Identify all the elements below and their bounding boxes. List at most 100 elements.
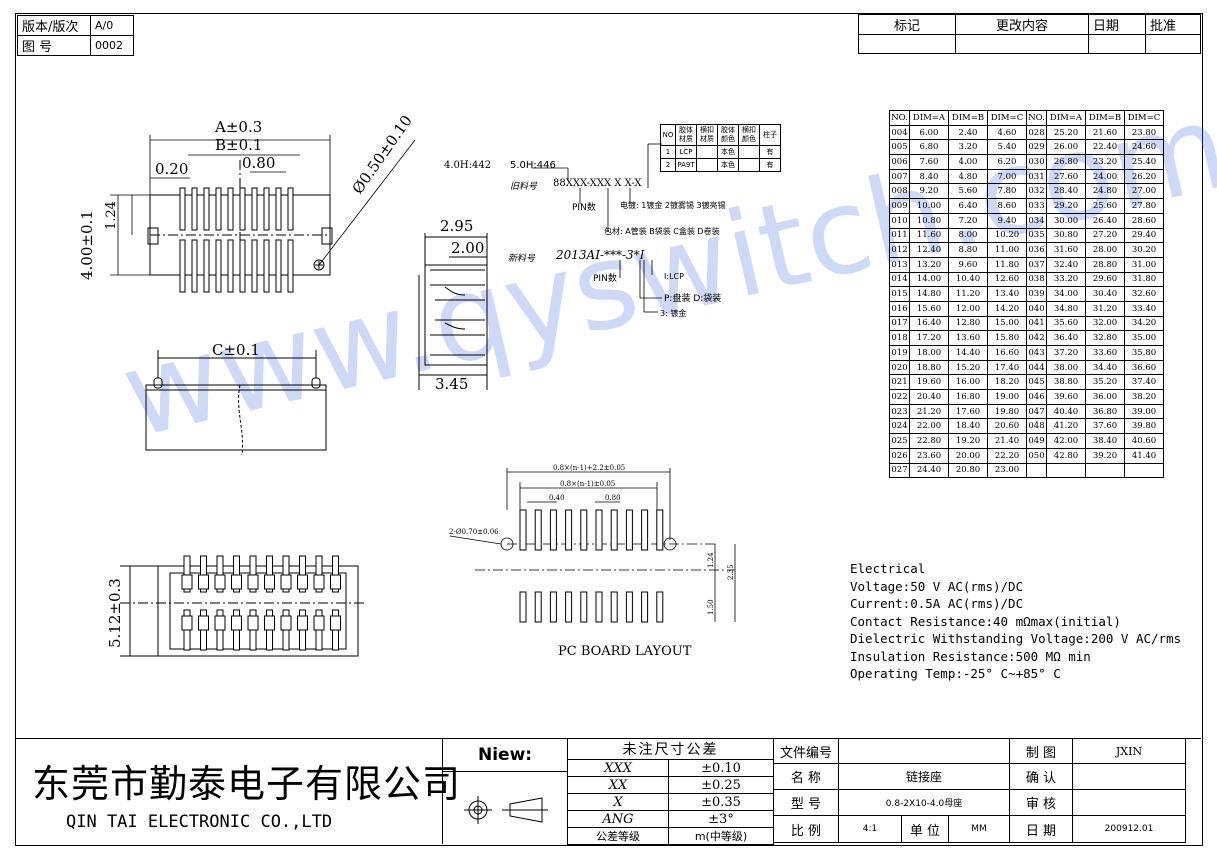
dim-table-cell: 31.60: [1046, 242, 1086, 258]
spec-contact-resistance: Contact Resistance:40 mΩmax(initial): [850, 613, 1121, 629]
pin: [263, 239, 270, 293]
info-table: 文件编号 制 图 JXIN 名 称 链接座 确 认 型 号 0.8-2X10-4…: [773, 738, 1186, 843]
dim-table-cell: 008: [889, 183, 910, 200]
dim-bottom-h: 5.12±0.3: [106, 578, 124, 648]
dim-table-cell: 15.00: [987, 315, 1027, 332]
mat-cell: 本色: [717, 158, 739, 172]
new-code: 2013AI-***-3*I: [556, 248, 645, 262]
dim-table-cell: 031: [1026, 168, 1047, 185]
dim-table-cell: 039: [1026, 286, 1047, 302]
tol-key: X: [567, 793, 669, 811]
pcb-pad: [565, 509, 573, 551]
confirm-label: 确 认: [1009, 763, 1073, 790]
mat-h-body: 胶体材质: [675, 124, 697, 146]
pcb-pad: [656, 509, 664, 551]
dim-table-cell: 13.40: [987, 286, 1027, 302]
pin: [191, 239, 198, 293]
dim-b: B±0.1: [215, 136, 262, 154]
dim-table-cell: 35.80: [1124, 345, 1164, 361]
pin-pad: [247, 574, 259, 590]
pcb-pad: [610, 591, 618, 623]
dim-table-cell: 15.20: [948, 359, 988, 376]
name-value: 链接座: [838, 763, 1010, 790]
dim-table-header: DIM=B: [1085, 110, 1125, 126]
dim-table-cell: 016: [889, 300, 910, 317]
dim-table-cell: 40.60: [1124, 433, 1164, 449]
spec-temp: Operating Temp:-25° C~+85° C: [850, 666, 1061, 681]
date-label: 日 期: [1009, 815, 1073, 843]
dim-table-cell: 038: [1026, 271, 1047, 288]
dim-table-cell: 030: [1026, 154, 1047, 170]
file-no-label: 文件编号: [773, 738, 839, 764]
view-label: Niew:: [478, 745, 533, 765]
dim-table-cell: 014: [889, 271, 910, 288]
dim-table-cell: 36.60: [1124, 359, 1164, 376]
dim-a: A±0.3: [214, 118, 262, 136]
pin-pad: [280, 615, 292, 631]
mat-h-latch-color: 横扣颜色: [738, 124, 760, 146]
dim-table-cell: 19.00: [987, 389, 1027, 405]
dim-table-cell: 5.40: [987, 139, 1027, 156]
dim-table-cell: 18.80: [909, 359, 949, 376]
dim-table-cell: 34.20: [1124, 315, 1164, 332]
mat-cell: LCP: [675, 145, 697, 159]
pin-pad: [214, 574, 226, 590]
pcb-layout-drawing: 0.8×(n-1)+2.2±0.05 0.8×(n-1)±0.05 0.40 0…: [449, 464, 736, 623]
dim-c: C±0.1: [212, 341, 260, 359]
dim-table-header: DIM=C: [1124, 110, 1164, 126]
pin-pad: [330, 574, 341, 590]
pcb-pad: [641, 591, 649, 623]
dim-table-cell: 012: [889, 242, 910, 258]
dim-table-cell: 25.60: [1085, 198, 1125, 214]
dim-h2: 1.24: [104, 201, 119, 230]
dim-table-cell: 047: [1026, 403, 1047, 420]
gold-text: 3: 镀金: [660, 309, 687, 318]
pin: [287, 187, 294, 231]
dim-table-cell: 17.60: [948, 403, 988, 420]
dim-table-cell: 22.20: [987, 447, 1027, 464]
dim-table-cell: 5.60: [948, 183, 988, 200]
tolerance-table: 未注尺寸公差 XXX±0.10 XX±0.25 X±0.35 ANG±3° 公差…: [567, 738, 774, 845]
rev-col-mark: 标记: [858, 14, 956, 35]
pin: [216, 555, 224, 593]
pcb-v1: 1.24: [707, 552, 715, 568]
dim-table-cell: 6.80: [909, 139, 949, 156]
tol-key: XXX: [567, 759, 669, 777]
dim-table-cell: 033: [1026, 198, 1047, 214]
dim-table-cell: 12.80: [948, 315, 988, 332]
dim-table-cell: 30.20: [1124, 242, 1164, 258]
tol-val: ±3°: [668, 810, 774, 828]
made-value: JXIN: [1072, 738, 1186, 764]
pcb-pad: [534, 509, 542, 551]
company-cn: 东莞市勤泰电子有限公司: [32, 762, 462, 806]
dim-table-cell: 38.20: [1124, 389, 1164, 405]
dim-table-cell: 35.60: [1046, 315, 1086, 332]
version-block: 版本/版次 A/0 图 号 0002: [17, 15, 134, 56]
dim-table-header: DIM=A: [1046, 110, 1086, 126]
dim-table-cell: 4.60: [987, 124, 1027, 141]
tol-val: ±0.25: [668, 776, 774, 794]
pin-pad: [330, 615, 341, 631]
dim-table-cell: 7.80: [987, 183, 1027, 200]
dim-table-cell: 12.00: [948, 300, 988, 317]
pin: [287, 239, 294, 293]
rev-col-approve: 批准: [1145, 14, 1201, 35]
pin: [239, 187, 246, 231]
pin: [266, 555, 273, 593]
dim-table-cell: 015: [889, 286, 910, 302]
pin: [215, 239, 222, 293]
dim-table-cell: 26.40: [1085, 212, 1125, 229]
dim-table-cell: 036: [1026, 242, 1047, 258]
dim-table-cell: 049: [1026, 433, 1047, 449]
dim-table-cell: 7.00: [987, 168, 1027, 185]
dim-table-cell: 16.60: [987, 345, 1027, 361]
dim-table-cell: 10.20: [987, 227, 1027, 244]
dim-table-cell: 6.00: [909, 124, 949, 141]
